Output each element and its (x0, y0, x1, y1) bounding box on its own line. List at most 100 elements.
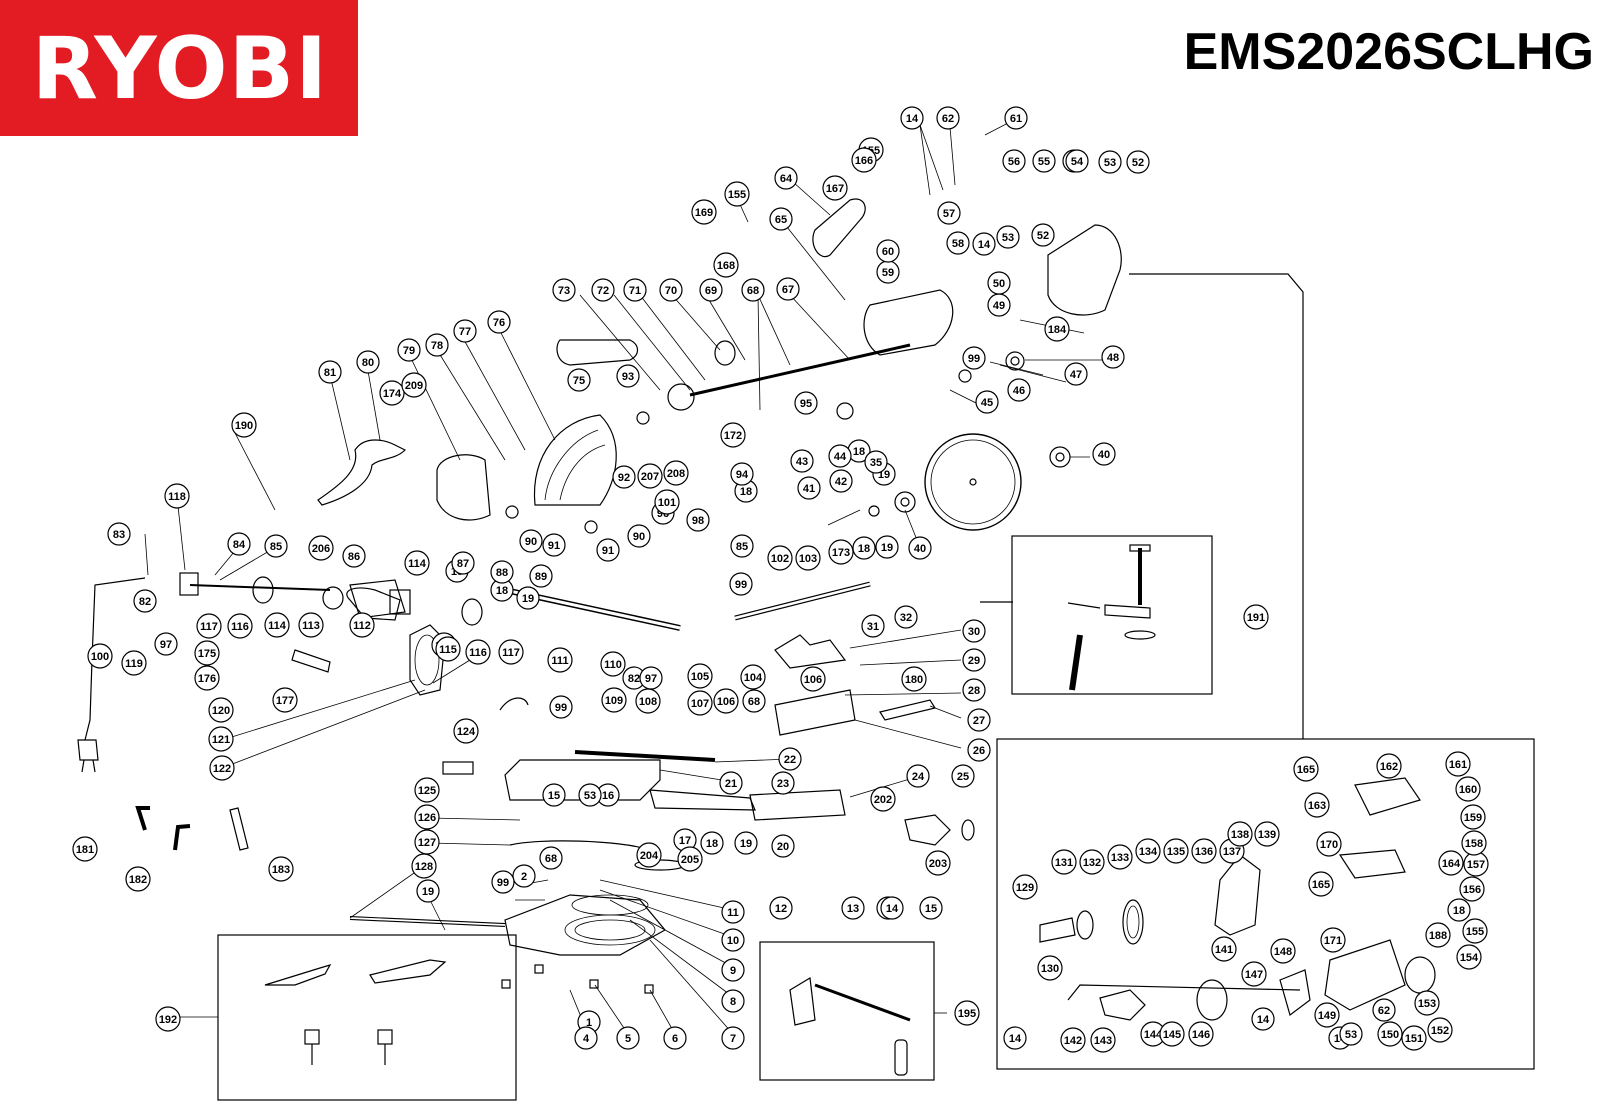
callout-156: 156 (1459, 876, 1485, 902)
callout-circle (519, 529, 543, 553)
callout-208: 208 (663, 460, 689, 486)
callout-12: 12 (769, 896, 793, 920)
callout-circle (1188, 1021, 1214, 1047)
callout-23: 23 (771, 771, 795, 795)
bevel-bracket (409, 624, 446, 696)
callout-circle (542, 783, 566, 807)
callout-number: 209 (405, 380, 423, 392)
callout-circle (1461, 830, 1487, 856)
callout-99: 99 (549, 695, 573, 719)
callout-number: 109 (605, 695, 623, 707)
callout-number: 86 (348, 551, 360, 563)
callout-number: 170 (1320, 839, 1338, 851)
callout-104: 104 (740, 664, 766, 690)
callout-68: 68 (742, 689, 766, 713)
callout-number: 4 (583, 1033, 590, 1045)
callout-number: 99 (968, 353, 980, 365)
callout-circle (699, 278, 723, 302)
callout-7: 7 (721, 1026, 745, 1050)
callout-circle (411, 853, 437, 879)
callout-number: 168 (717, 260, 735, 272)
callout-52: 52 (1031, 223, 1055, 247)
callout-15: 15 (542, 783, 566, 807)
callout-85: 85 (730, 534, 754, 558)
callout-106: 106 (800, 666, 826, 692)
callout-number: 92 (618, 472, 630, 484)
callout-number: 137 (1223, 846, 1241, 858)
callout-14: 14 (1251, 1007, 1275, 1031)
callout-number: 166 (855, 155, 873, 167)
callout-86: 86 (342, 544, 366, 568)
rod-125 (442, 761, 474, 775)
callout-42: 42 (829, 469, 853, 493)
callout-164: 164 (1438, 850, 1464, 876)
callout-82: 82 (622, 666, 646, 690)
callout-76: 76 (487, 310, 511, 334)
callout-number: 163 (1308, 800, 1326, 812)
callout-number: 77 (459, 326, 471, 338)
bearing-116b (461, 598, 483, 626)
callout-32: 32 (894, 605, 918, 629)
callout-number: 19 (881, 542, 893, 554)
callout-number: 162 (1380, 761, 1398, 773)
callout-133: 133 (1107, 844, 1133, 870)
callout-number: 27 (973, 715, 985, 727)
callout-138: 138 (1227, 821, 1253, 847)
callout-circle (742, 689, 766, 713)
callout-112: 112 (349, 612, 375, 638)
callout-125: 125 (414, 777, 440, 803)
housing-145 (1196, 979, 1228, 1021)
switch-cover-160 (1354, 777, 1421, 816)
callout-circle (1092, 442, 1116, 466)
callout-number: 62 (1378, 1005, 1390, 1017)
callout-circle (797, 476, 821, 500)
callout-circle (975, 390, 999, 414)
callout-circle (194, 640, 220, 666)
callout-90: 90 (519, 529, 543, 553)
callout-number: 54 (1071, 156, 1084, 168)
callout-44: 44 (828, 444, 852, 468)
callout-circle (298, 612, 324, 638)
callout-circle (512, 864, 536, 888)
callout-number: 72 (597, 285, 609, 297)
callout-182: 182 (125, 866, 151, 892)
spacer-206 (322, 586, 344, 610)
callout-70: 70 (659, 278, 683, 302)
callout-circle (962, 648, 986, 672)
bracket-192b (377, 1029, 393, 1045)
callout-circle (414, 804, 440, 830)
callout-circle (1401, 1025, 1427, 1051)
callout-184: 184 (1044, 316, 1070, 342)
callout-number: 14 (906, 113, 919, 125)
callout-30: 30 (962, 619, 986, 643)
callout-circle (453, 718, 479, 744)
callout-circle (769, 896, 793, 920)
callout-145: 145 (1159, 1021, 1185, 1047)
callout-number: 157 (1467, 859, 1485, 871)
callout-number: 116 (469, 647, 487, 659)
callout-number: 106 (804, 674, 822, 686)
callout-number: 155 (728, 189, 746, 201)
callout-118: 118 (164, 483, 190, 509)
callout-92: 92 (612, 465, 636, 489)
bracket-192a (304, 1029, 320, 1045)
callout-circle (453, 319, 477, 343)
callout-circle (1064, 362, 1088, 386)
callout-162: 162 (1376, 753, 1402, 779)
callout-circle (1051, 849, 1077, 875)
callout-81: 81 (318, 360, 342, 384)
callout-97: 97 (639, 666, 663, 690)
callout-195: 195 (954, 1000, 980, 1026)
callout-19: 19 (734, 831, 758, 855)
callout-circle (687, 690, 713, 716)
callout-number: 145 (1163, 1029, 1181, 1041)
callout-number: 159 (1464, 812, 1482, 824)
callout-circle (451, 551, 475, 575)
bearing-116 (252, 576, 274, 604)
callout-circle (1243, 604, 1269, 630)
callout-number: 41 (803, 483, 815, 495)
callout-number: 100 (91, 651, 109, 663)
callout-circle (967, 708, 991, 732)
callout-circle (954, 1000, 980, 1026)
callout-101: 101 (654, 489, 680, 515)
